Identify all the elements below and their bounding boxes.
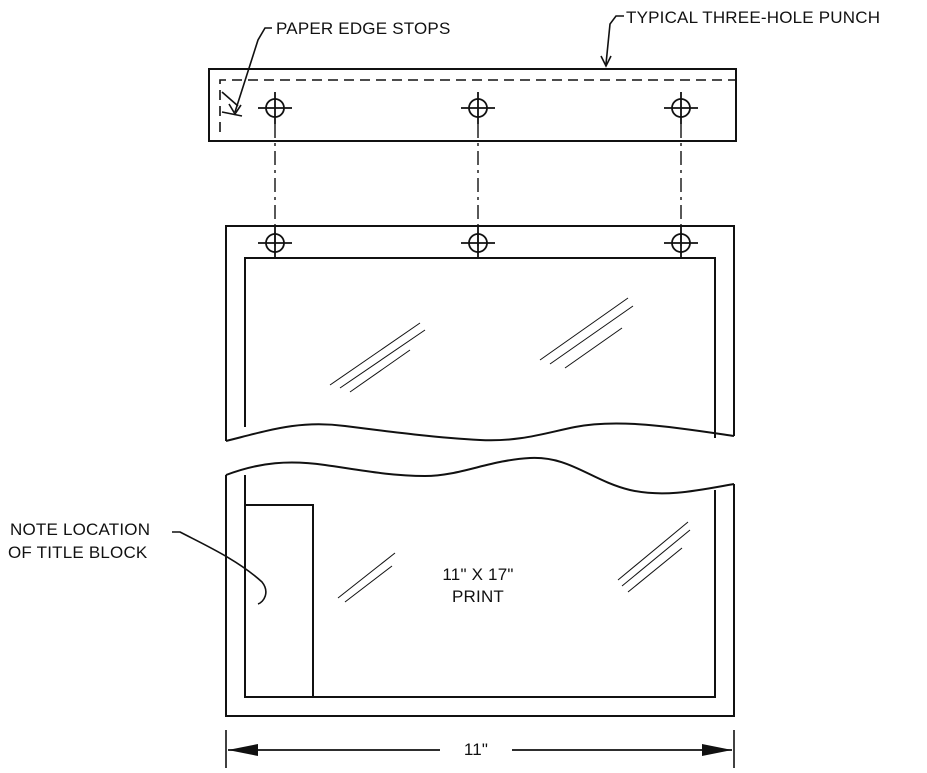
binder-hole-left: [258, 227, 292, 259]
paper-edge-stops-label: PAPER EDGE STOPS: [276, 19, 451, 38]
binder-hole-right: [664, 227, 698, 259]
note-location-label-line1: NOTE LOCATION: [10, 520, 151, 539]
typical-punch-label: TYPICAL THREE-HOLE PUNCH: [626, 8, 881, 27]
print-sheet-upper-edge: [244, 257, 716, 438]
print-size-label-line2: PRINT: [452, 587, 504, 606]
punch-hole-right: [664, 92, 698, 124]
width-dimension: [225, 730, 735, 768]
binder-upper-outline: [225, 225, 735, 441]
punch-bar-dashed-guide: [219, 79, 735, 132]
lower-break-wave: [225, 456, 735, 495]
paper-edge-stops-arrowhead: [228, 103, 242, 116]
paper-edge-stop-marks: [221, 91, 243, 117]
width-dimension-label: 11": [463, 740, 489, 759]
punch-hole-center: [461, 92, 495, 124]
glare-marks: [329, 297, 691, 603]
binder-upper-section: [225, 225, 735, 442]
print-size-label-line1: 11" X 17": [442, 565, 514, 584]
print-sheet-lower-edge: [244, 475, 716, 698]
dimension-arrow-right: [702, 744, 732, 756]
binder-lower-outline: [225, 475, 735, 717]
dimension-arrow-left: [228, 744, 258, 756]
title-block: [244, 504, 314, 698]
three-hole-punch-bar: [208, 68, 737, 142]
title-block-note-leader: [172, 531, 267, 605]
note-location-label-line2: OF TITLE BLOCK: [8, 543, 148, 562]
binder-hole-center: [461, 227, 495, 259]
binder-lower-section: [225, 456, 735, 717]
punch-hole-left: [258, 92, 292, 124]
typical-punch-arrowhead: [600, 55, 612, 68]
paper-edge-stops-leader: [234, 27, 272, 113]
punch-bar-outline: [208, 68, 737, 142]
upper-break-wave: [225, 422, 735, 442]
typical-punch-leader: [605, 15, 624, 65]
